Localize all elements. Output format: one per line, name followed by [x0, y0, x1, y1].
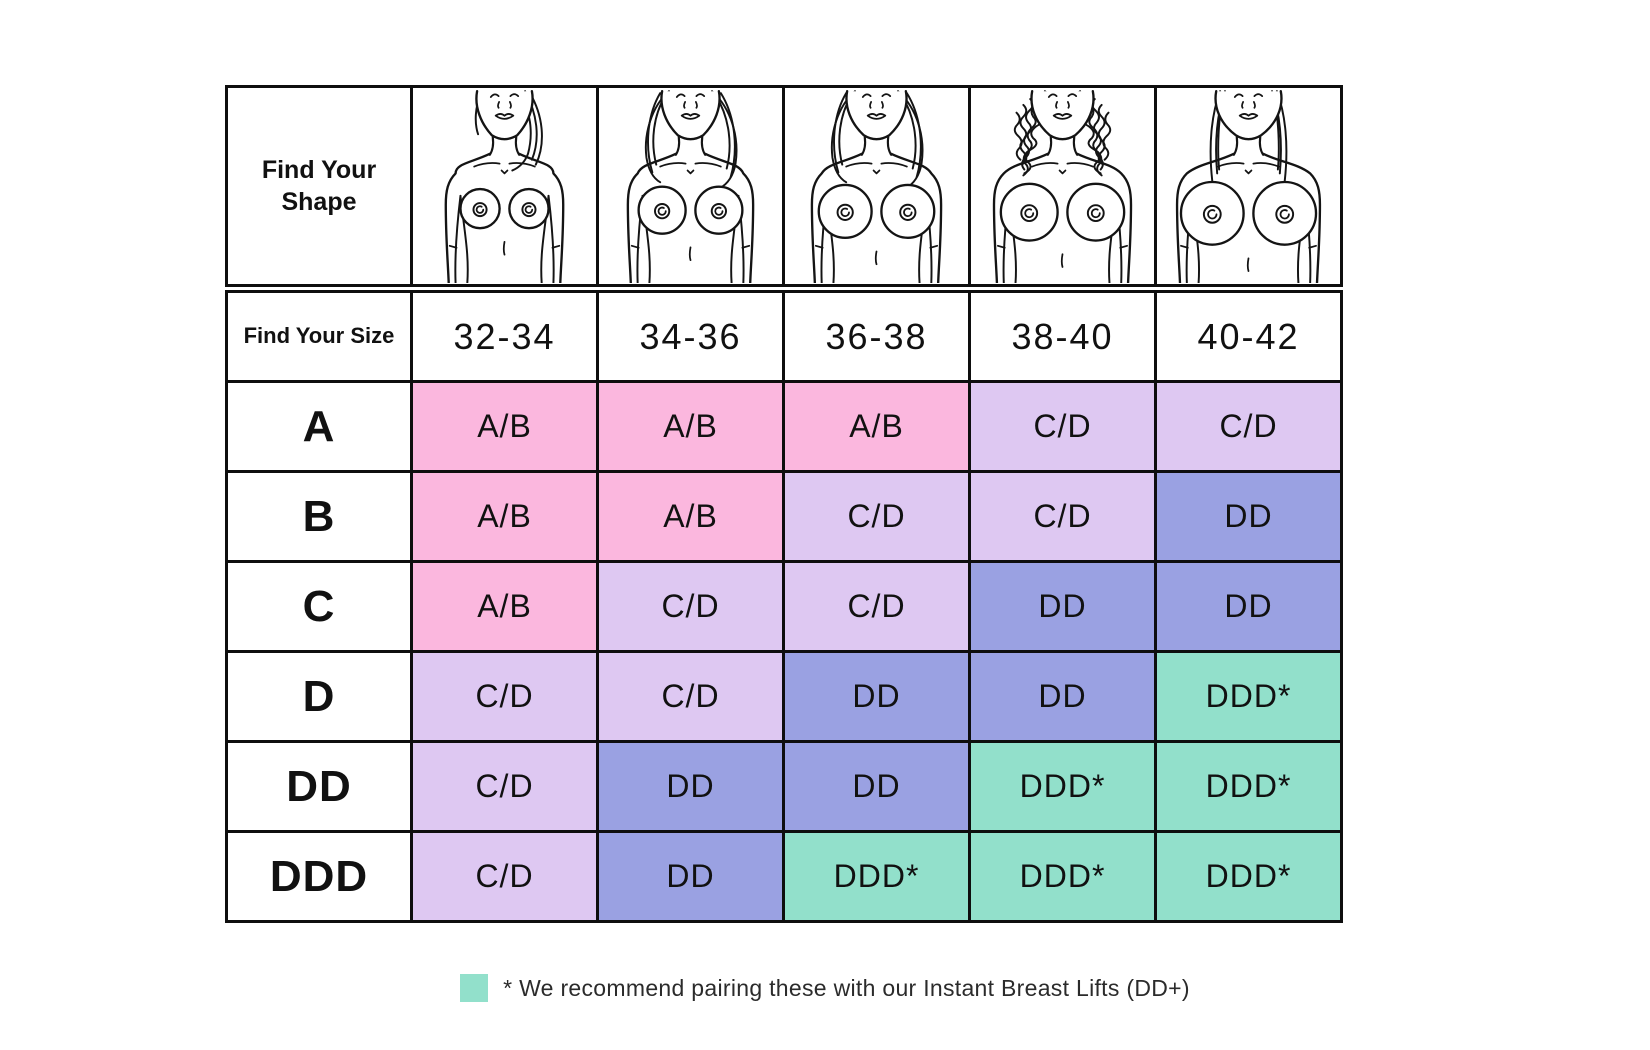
footnote: * We recommend pairing these with our In…	[0, 974, 1650, 1002]
size-recommendation-cell: C/D	[968, 470, 1157, 563]
size-recommendation-cell: DD	[1154, 560, 1343, 653]
shape-header-cell: Find Your Shape	[225, 85, 413, 293]
size-recommendation-cell: C/D	[410, 830, 599, 923]
body-shape-illustration-4	[968, 85, 1157, 293]
size-recommendation-cell: DD	[782, 650, 971, 743]
size-recommendation-cell: C/D	[782, 470, 971, 563]
size-recommendation-cell: A/B	[410, 560, 599, 653]
band-size-cell: 36-38	[782, 287, 971, 383]
size-recommendation-cell: C/D	[596, 560, 785, 653]
torso-figure-icon	[444, 89, 565, 280]
size-recommendation-cell: DDD*	[968, 740, 1157, 833]
torso-figure-icon	[810, 89, 943, 280]
torso-figure-icon	[626, 89, 755, 280]
cup-row-label: A	[225, 380, 413, 473]
body-shape-illustration-5	[1154, 85, 1343, 293]
size-header-cell: Find Your Size	[225, 287, 413, 383]
size-recommendation-cell: DDD*	[782, 830, 971, 923]
legend-swatch	[460, 974, 489, 1002]
size-recommendation-cell: DDD*	[1154, 740, 1343, 833]
footnote-text: * We recommend pairing these with our In…	[503, 974, 1190, 1001]
size-recommendation-cell: A/B	[596, 470, 785, 563]
size-recommendation-cell: DD	[1154, 470, 1343, 563]
size-recommendation-cell: C/D	[968, 380, 1157, 473]
size-recommendation-cell: C/D	[782, 560, 971, 653]
cup-row-label: DDD	[225, 830, 413, 923]
size-recommendation-cell: DD	[782, 740, 971, 833]
cup-row-label: B	[225, 470, 413, 563]
size-recommendation-cell: A/B	[596, 380, 785, 473]
size-recommendation-cell: C/D	[596, 650, 785, 743]
cup-row-label: DD	[225, 740, 413, 833]
size-recommendation-cell: C/D	[1154, 380, 1343, 473]
body-shape-illustration-3	[782, 85, 971, 293]
shape-row: Find Your Shape	[225, 85, 1343, 293]
size-recommendation-cell: A/B	[410, 470, 599, 563]
torso-figure-icon	[1175, 89, 1322, 280]
size-recommendation-cell: C/D	[410, 740, 599, 833]
size-recommendation-cell: DD	[968, 650, 1157, 743]
size-recommendation-cell: DDD*	[1154, 830, 1343, 923]
band-size-cell: 40-42	[1154, 287, 1343, 383]
band-size-cell: 32-34	[410, 287, 599, 383]
band-size-cell: 34-36	[596, 287, 785, 383]
body-shape-illustration-2	[596, 85, 785, 293]
size-recommendation-cell: DDD*	[1154, 650, 1343, 743]
torso-figure-icon	[992, 89, 1133, 280]
size-recommendation-cell: DDD*	[968, 830, 1157, 923]
size-recommendation-cell: C/D	[410, 650, 599, 743]
size-recommendation-cell: A/B	[782, 380, 971, 473]
cup-row-label: D	[225, 650, 413, 743]
band-size-cell: 38-40	[968, 287, 1157, 383]
size-recommendation-cell: DD	[968, 560, 1157, 653]
body-shape-illustration-1	[410, 85, 599, 293]
size-recommendation-cell: DD	[596, 740, 785, 833]
size-recommendation-cell: DD	[596, 830, 785, 923]
cup-row-label: C	[225, 560, 413, 653]
size-recommendation-cell: A/B	[410, 380, 599, 473]
